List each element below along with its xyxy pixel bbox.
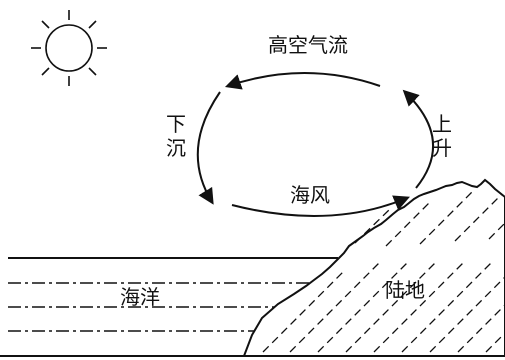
rise-label: 上升 [432, 112, 452, 160]
land-area [242, 178, 505, 357]
upper-airflow-arrow [224, 72, 381, 90]
rise-arrow [402, 89, 435, 189]
sink-arrow [196, 91, 221, 205]
sun-icon [31, 10, 107, 86]
land-label: 陆地 [385, 278, 425, 302]
ocean-label: 海洋 [120, 285, 160, 309]
circulation-arrows [196, 72, 435, 217]
sink-label: 下沉 [166, 112, 186, 160]
sea-breeze-arrow [231, 195, 410, 217]
land-hatch-lines [262, 188, 505, 353]
upper-airflow-label: 高空气流 [268, 33, 348, 57]
sea-breeze-label: 海风 [290, 183, 330, 207]
